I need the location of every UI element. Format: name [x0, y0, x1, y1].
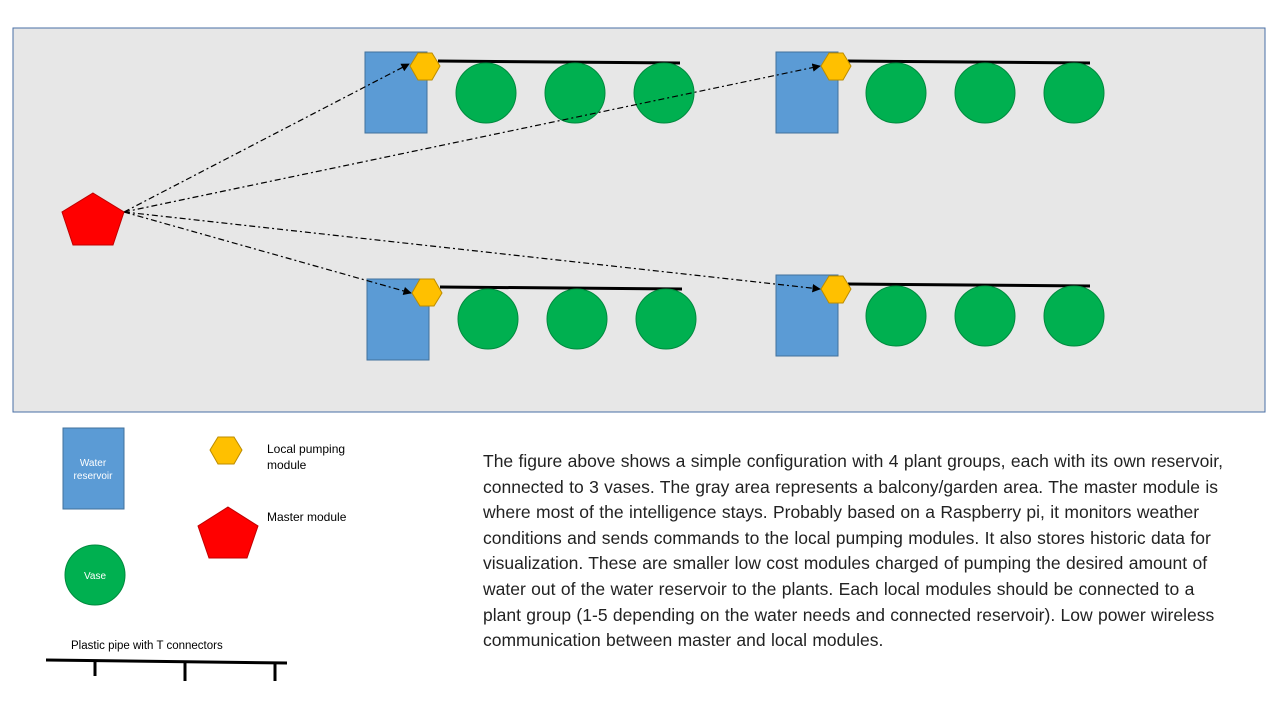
local-pumping-module	[820, 52, 852, 81]
description-text: The figure above shows a simple configur…	[483, 451, 1223, 651]
vase	[1043, 285, 1105, 347]
legend-water-reservoir-icon	[62, 427, 125, 510]
plastic-pipe	[439, 285, 683, 291]
vase	[865, 285, 927, 347]
legend-pump-icon	[209, 436, 243, 465]
legend-pump-label: Local pumping module	[267, 442, 346, 472]
vase	[1043, 62, 1105, 124]
plant-group-2	[775, 51, 1105, 134]
local-pumping-module	[411, 278, 443, 307]
vase	[954, 285, 1016, 347]
legend-master-icon	[197, 506, 259, 559]
vase	[455, 62, 517, 124]
vase	[457, 288, 519, 350]
vase	[635, 288, 697, 350]
wireless-link-2	[123, 63, 821, 213]
local-pumping-module	[409, 52, 441, 81]
plastic-pipe	[847, 282, 1091, 288]
plant-group-3	[366, 278, 697, 361]
legend-water-reservoir-line1: Water	[80, 458, 107, 469]
legend: Water reservoir Vase	[45, 427, 288, 681]
plastic-pipe	[437, 59, 681, 65]
plant-group-4	[775, 274, 1105, 357]
vase	[954, 62, 1016, 124]
legend-master-label: Master module	[267, 510, 347, 524]
plastic-pipe	[847, 59, 1091, 65]
vase	[546, 288, 608, 350]
wireless-link-1	[123, 63, 410, 213]
wireless-link-3	[123, 211, 412, 295]
vase	[865, 62, 927, 124]
master-module	[61, 192, 125, 246]
vase	[633, 62, 695, 124]
legend-pipe-icon	[45, 658, 288, 665]
legend-vase-label: Vase	[84, 571, 106, 582]
wireless-link-4	[123, 211, 821, 293]
legend-pipe-label: Plastic pipe with T connectors	[71, 640, 223, 652]
plant-group-1	[364, 51, 695, 134]
local-pumping-module	[820, 275, 852, 304]
legend-vase-icon	[64, 544, 126, 606]
vase	[544, 62, 606, 124]
legend-water-reservoir-line2: reservoir	[74, 471, 114, 482]
wireless-links	[123, 63, 821, 295]
